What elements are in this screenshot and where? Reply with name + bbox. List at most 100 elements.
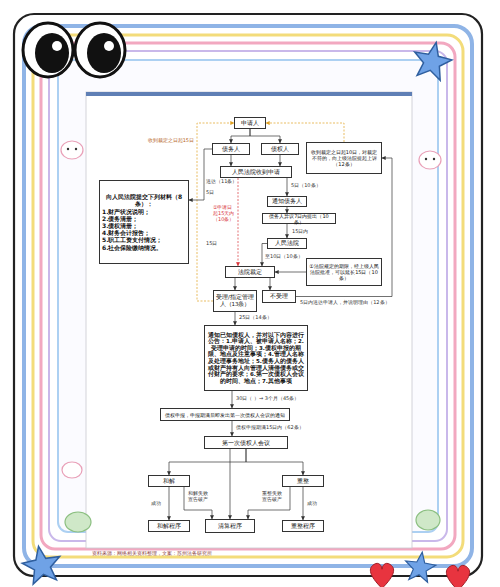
edge-label: 重整失败宣告破产 [262, 490, 284, 502]
process-box: 通知债务人 [267, 196, 307, 207]
flow-arrow [303, 487, 304, 520]
outer-frame [14, 14, 482, 576]
process-box: 重整程序 [282, 520, 324, 532]
materials-box: 向人民法院提交下列材料（8条）：1.财产状况说明；2.债务清册；3.债权清册；4… [99, 180, 189, 264]
dashed-connector [238, 178, 239, 266]
flow-arrow [250, 129, 280, 143]
party-box: 债权人 [261, 143, 299, 155]
heart-decoration [446, 565, 469, 587]
blob-decoration [416, 510, 440, 530]
process-box: 债务人异议7日内提出（10条） [262, 213, 336, 224]
process-box: 人民法院 [267, 238, 307, 249]
box-text: 人民法院收到申请 [223, 168, 289, 175]
timing-note: 5日 [206, 189, 222, 195]
timing-note: 15日 [206, 240, 224, 246]
eye-pupil [35, 33, 69, 73]
box-item: 4.财务会计报告； [102, 229, 186, 236]
box-text: 申请人 [237, 119, 263, 126]
process-box: 申请人 [234, 117, 266, 129]
box-text: 清算程序 [208, 522, 252, 529]
flow-arrow [230, 449, 231, 519]
flow-arrow [270, 278, 271, 290]
process-box: 受理/指定管理人（13条） [213, 290, 257, 312]
blob-eye [75, 148, 77, 150]
flow-arrow [275, 272, 306, 273]
decision-box: 法院裁定 [225, 266, 275, 278]
edge-label: 25日（14条） [239, 314, 283, 320]
flow-arrow [169, 449, 246, 475]
blob-eye [425, 158, 427, 160]
flow-arrow [287, 178, 288, 196]
box-text: 第一次债权人会议 [207, 439, 285, 446]
eye-white [75, 23, 125, 77]
edge-label: ①申请日起15天内（10条） [213, 204, 236, 222]
dashed-connector [266, 123, 344, 142]
panel-top-band [86, 92, 412, 96]
diagram-panel [86, 92, 412, 548]
star-decoration [403, 550, 437, 583]
box-text: 重整 [285, 477, 321, 484]
flow-arrow [287, 224, 288, 238]
blob-eye [433, 158, 435, 160]
edge-label: 成功 [307, 500, 323, 506]
blob-decoration [65, 512, 91, 532]
box-text: 法院裁定 [228, 268, 272, 275]
note-box: 收到裁定之日起10日，对裁定不符的，向上级法院提起上诉（12条） [306, 142, 382, 174]
blob-decoration [61, 141, 83, 159]
flow-arrow [296, 158, 392, 297]
box-text: 向人民法院提交下列材料（8条）： [102, 193, 186, 207]
process-box: 不受理 [262, 290, 296, 303]
eye-white [23, 23, 73, 77]
source-note: 资料来源：网络相关资料整理，文案：苏州法务研究所 [92, 550, 392, 556]
flow-arrow [184, 487, 212, 519]
blob-decoration [419, 151, 441, 169]
flow-arrow [280, 155, 281, 166]
eye-pupil [87, 33, 121, 73]
eye-highlight [104, 41, 114, 51]
box-item: 2.债务清册； [102, 215, 186, 222]
flow-arrow [232, 421, 233, 436]
edge-label: 5日内送达申请人，并说明理由（12条） [300, 299, 390, 305]
box-item: 5.职工工资支付情况； [102, 236, 186, 243]
frame-stripe [24, 26, 472, 566]
blob-decoration [62, 462, 82, 478]
timing-note: 收到裁定之日起15日 [104, 137, 194, 143]
box-text: 人民法院 [270, 240, 304, 247]
box-text: 收到裁定之日起10日，对裁定不符的，向上级法院提起上诉（12条） [309, 149, 379, 167]
box-text: 通知债务人 [270, 198, 304, 205]
box-text: 债权人 [264, 145, 296, 152]
box-text: ①法院规定的期限，经上级人民法院批准，可以延长15日（10条） [309, 263, 379, 281]
edge-label: 5日（10条） [291, 182, 331, 188]
heart-decoration [370, 563, 393, 587]
process-box: 清算程序 [205, 519, 255, 533]
flow-arrow [246, 449, 303, 475]
edge-label: 至10日（10条） [265, 253, 311, 259]
box-item: 3.债权清册； [102, 222, 186, 229]
box-text: 重整程序 [285, 522, 321, 529]
edge-label: 成功 [151, 500, 167, 506]
box-text: 债权申报，申报期满后即发出第一次债权人会议的通知 [163, 412, 287, 418]
flow-arrow [231, 129, 250, 143]
flow-arrow [231, 155, 232, 166]
box-text: 债务人 [215, 145, 247, 152]
flow-arrow [235, 278, 236, 290]
edge-label: 送达（11条） [206, 178, 240, 184]
box-item: 1.财产状况说明； [102, 208, 186, 215]
blob-eye [67, 148, 69, 150]
eye-highlight [52, 41, 62, 51]
process-box: 人民法院收到申请 [220, 166, 292, 178]
notice-box: 通知已知债权人，并对以下内容进行公告：1.申请人、被申请人名称；2.受理申请的时… [204, 325, 308, 391]
box-text: 和解 [151, 477, 187, 484]
star-decoration [410, 38, 455, 81]
flow-arrow [248, 487, 290, 519]
box-text: 受理/指定管理人（13条） [216, 294, 254, 307]
edge-label: 15日内 [292, 228, 322, 234]
party-box: 债务人 [212, 143, 250, 155]
edge-label: 和解失败宣告破产 [188, 490, 210, 502]
frame-stripe [41, 43, 455, 549]
frame-stripe [33, 35, 463, 557]
note-box: ①法院规定的期限，经上级人民法院批准，可以延长15日（10条） [306, 258, 382, 286]
star-decoration [20, 543, 64, 585]
flow-arrow [169, 487, 170, 520]
box-text: 债务人异议7日内提出（10条） [265, 213, 333, 225]
